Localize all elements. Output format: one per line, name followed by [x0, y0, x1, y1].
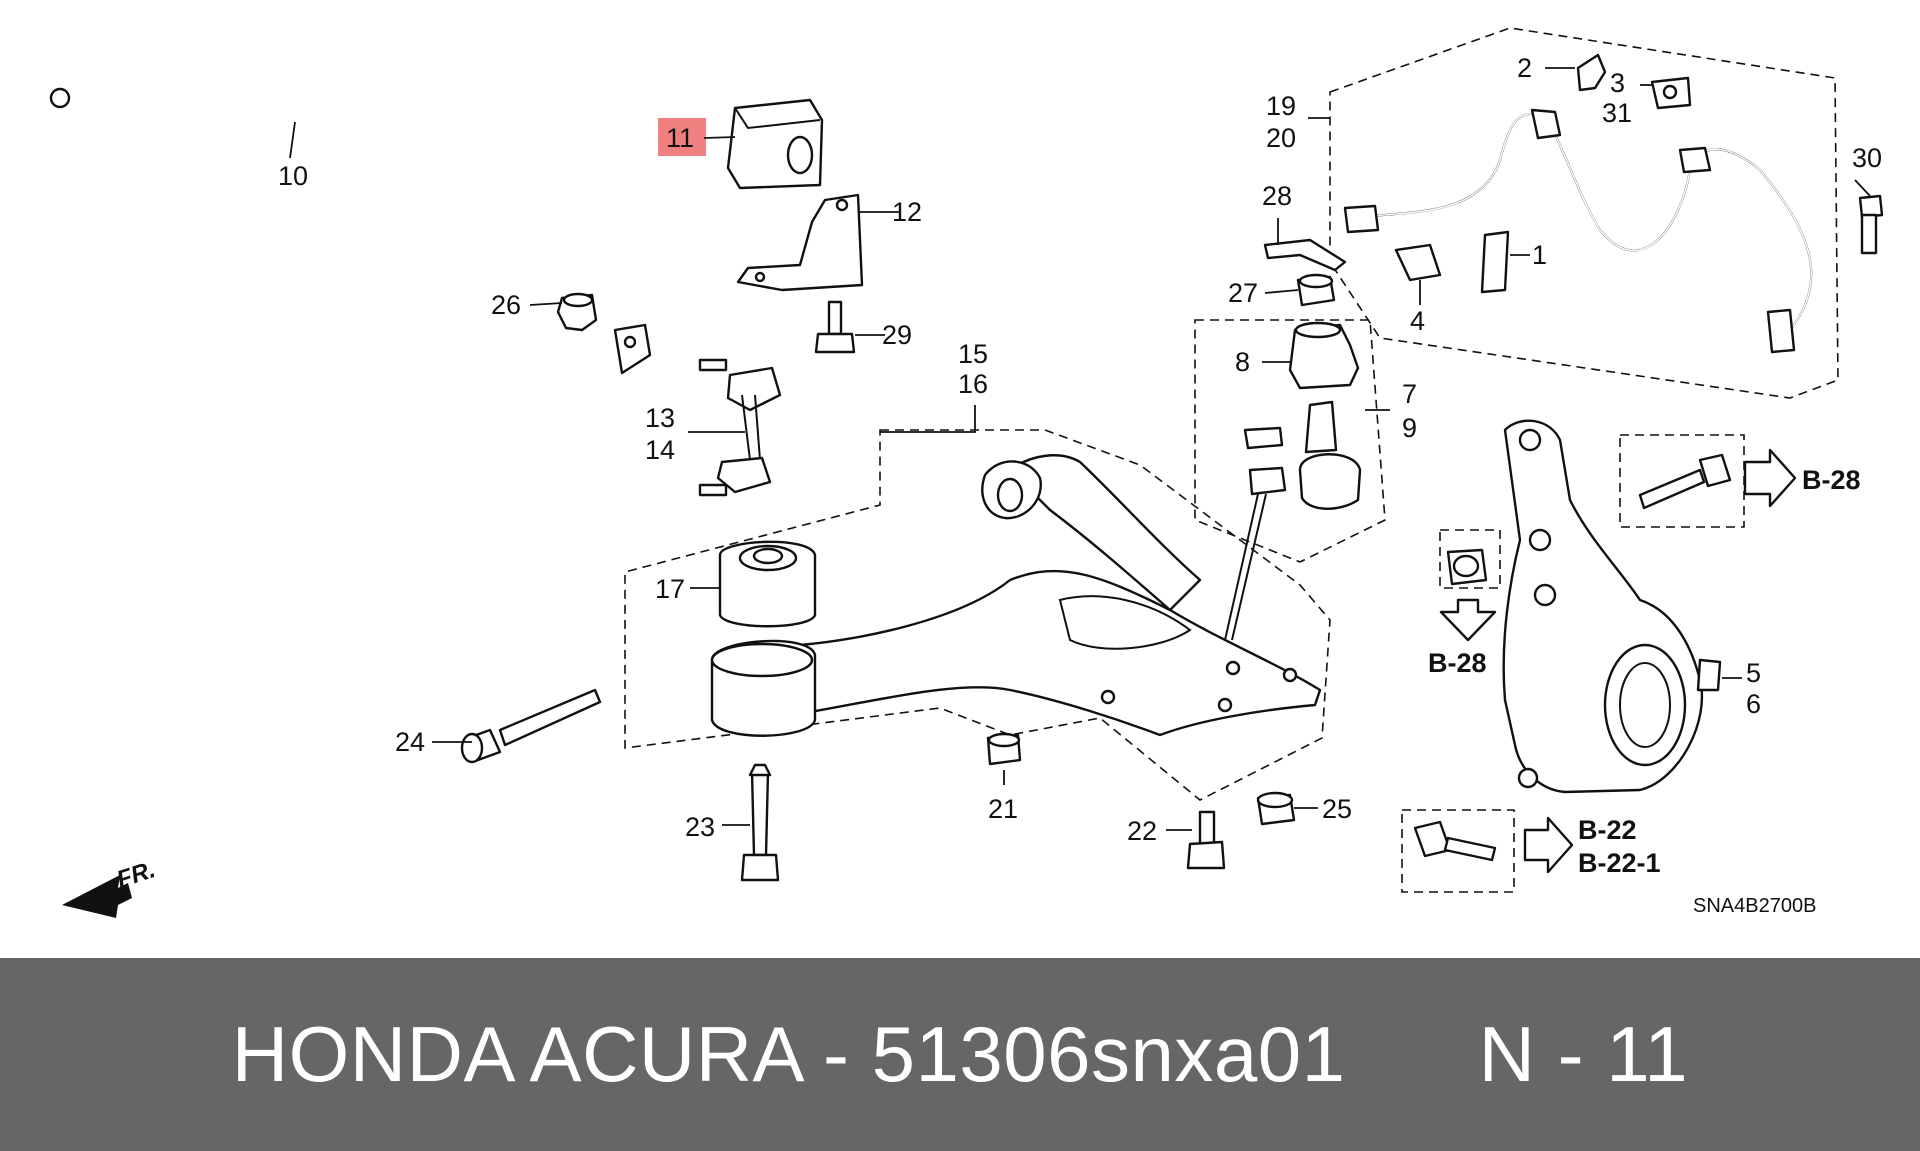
part-label: 22 [1127, 816, 1157, 846]
part-label: 12 [892, 197, 922, 227]
part-label-highlighted: 11 [666, 123, 694, 153]
bushing-holder [736, 193, 864, 292]
part-label: 7 [1402, 379, 1417, 409]
part-label: 1 [1532, 240, 1547, 270]
group-outline-b28-bolt [1439, 529, 1501, 589]
part-label: 26 [491, 290, 521, 320]
flange-nut-27 [1296, 273, 1336, 307]
reference-label: B-28 [1802, 465, 1861, 495]
highlight-box [658, 118, 706, 156]
part-label: 2 [1517, 53, 1532, 83]
sensor-clip-1 [1480, 230, 1510, 294]
part-label: 23 [685, 812, 715, 842]
ref-arrow-b22-right [1523, 816, 1574, 874]
ball-joint-boot [1288, 321, 1360, 390]
sensor-clip-3 [1650, 76, 1692, 110]
part-label: 20 [1266, 123, 1296, 153]
stabilizer-bushing [726, 98, 824, 190]
part-label: 30 [1852, 143, 1882, 173]
lower-knuckle-bolt [1413, 820, 1497, 862]
part-label: 28 [1262, 181, 1292, 211]
knuckle-bolt [1638, 453, 1732, 510]
part-caption: HONDA ACURA - 51306snxa01 N - 11 [232, 1009, 1688, 1100]
part-label: 8 [1235, 347, 1250, 377]
lower-arm [798, 454, 1322, 737]
reference-labels: B-28 B-28 B-22 B-22-1 [1428, 465, 1861, 878]
part-label: 25 [1322, 794, 1352, 824]
part-caption-bar: HONDA ACURA - 51306snxa01 N - 11 [0, 958, 1920, 1151]
ref-arrow-b28-right [1743, 448, 1797, 508]
part-labels: 10 11 12 26 29 13 14 15 16 17 24 23 21 2… [278, 53, 1882, 846]
part-label: 13 [645, 403, 675, 433]
flange-nut-26 [556, 292, 598, 332]
part-number: 51306snxa01 [871, 1010, 1346, 1098]
part-label: 19 [1266, 91, 1296, 121]
flange-bolt-23 [740, 763, 780, 882]
part-label: 10 [278, 161, 308, 191]
part-label: 15 [958, 339, 988, 369]
steering-knuckle [1502, 419, 1722, 794]
part-label: 27 [1228, 278, 1258, 308]
part-label: 3 [1610, 68, 1625, 98]
front-direction-label: FR. [114, 856, 159, 894]
front-direction-arrow [62, 875, 132, 918]
part-label: 5 [1746, 658, 1761, 688]
drawing-code: SNA4B2700B [1693, 895, 1816, 917]
brand-name: HONDA ACURA [231, 1010, 801, 1098]
caption-separator: - [800, 1010, 872, 1098]
leader-lines [289, 67, 1871, 831]
part-label: 14 [645, 435, 675, 465]
group-outline-ball-joint [1194, 319, 1386, 563]
flange-nut-25 [1256, 791, 1296, 826]
stabilizer-link [698, 358, 782, 497]
knuckle-nut [1446, 548, 1488, 586]
caption-gap [1346, 1010, 1479, 1098]
compliance-bushing [710, 639, 817, 737]
reference-label: B-28 [1428, 648, 1487, 678]
ref-arrow-b28-down [1439, 598, 1497, 642]
reference-label: B-22 [1578, 815, 1637, 845]
reference-label: B-22-1 [1578, 848, 1661, 878]
part-label: 24 [395, 727, 425, 757]
position-label: N - 11 [1478, 1010, 1689, 1098]
parts-diagram: 10 11 12 26 29 13 14 15 16 17 24 23 21 2… [49, 27, 1884, 918]
wheel-speed-sensor [1343, 108, 1813, 354]
flange-bolt-29 [814, 300, 856, 354]
part-label: 6 [1746, 689, 1761, 719]
flange-bolt-30 [1858, 194, 1884, 255]
stabilizer-bar [49, 87, 679, 375]
flange-bolt-22 [1186, 810, 1226, 870]
group-outline-b22-bolt [1401, 809, 1515, 893]
part-label: 9 [1402, 413, 1417, 443]
part-label: 4 [1410, 306, 1425, 336]
group-outline-sensor [1329, 27, 1839, 399]
ball-joint [1224, 400, 1362, 641]
sensor-bracket-28 [1263, 238, 1347, 272]
arm-bushing-17 [718, 540, 817, 628]
part-label: 31 [1602, 98, 1632, 128]
flange-bolt-24 [460, 688, 602, 764]
group-outline-lower-arm [624, 429, 1331, 801]
part-label: 29 [882, 320, 912, 350]
sensor-clip-4 [1394, 243, 1442, 282]
flange-nut-21 [986, 732, 1022, 766]
part-label: 21 [988, 794, 1018, 824]
part-label: 17 [655, 574, 685, 604]
sensor-clip-2 [1576, 53, 1607, 92]
part-label: 16 [958, 369, 988, 399]
